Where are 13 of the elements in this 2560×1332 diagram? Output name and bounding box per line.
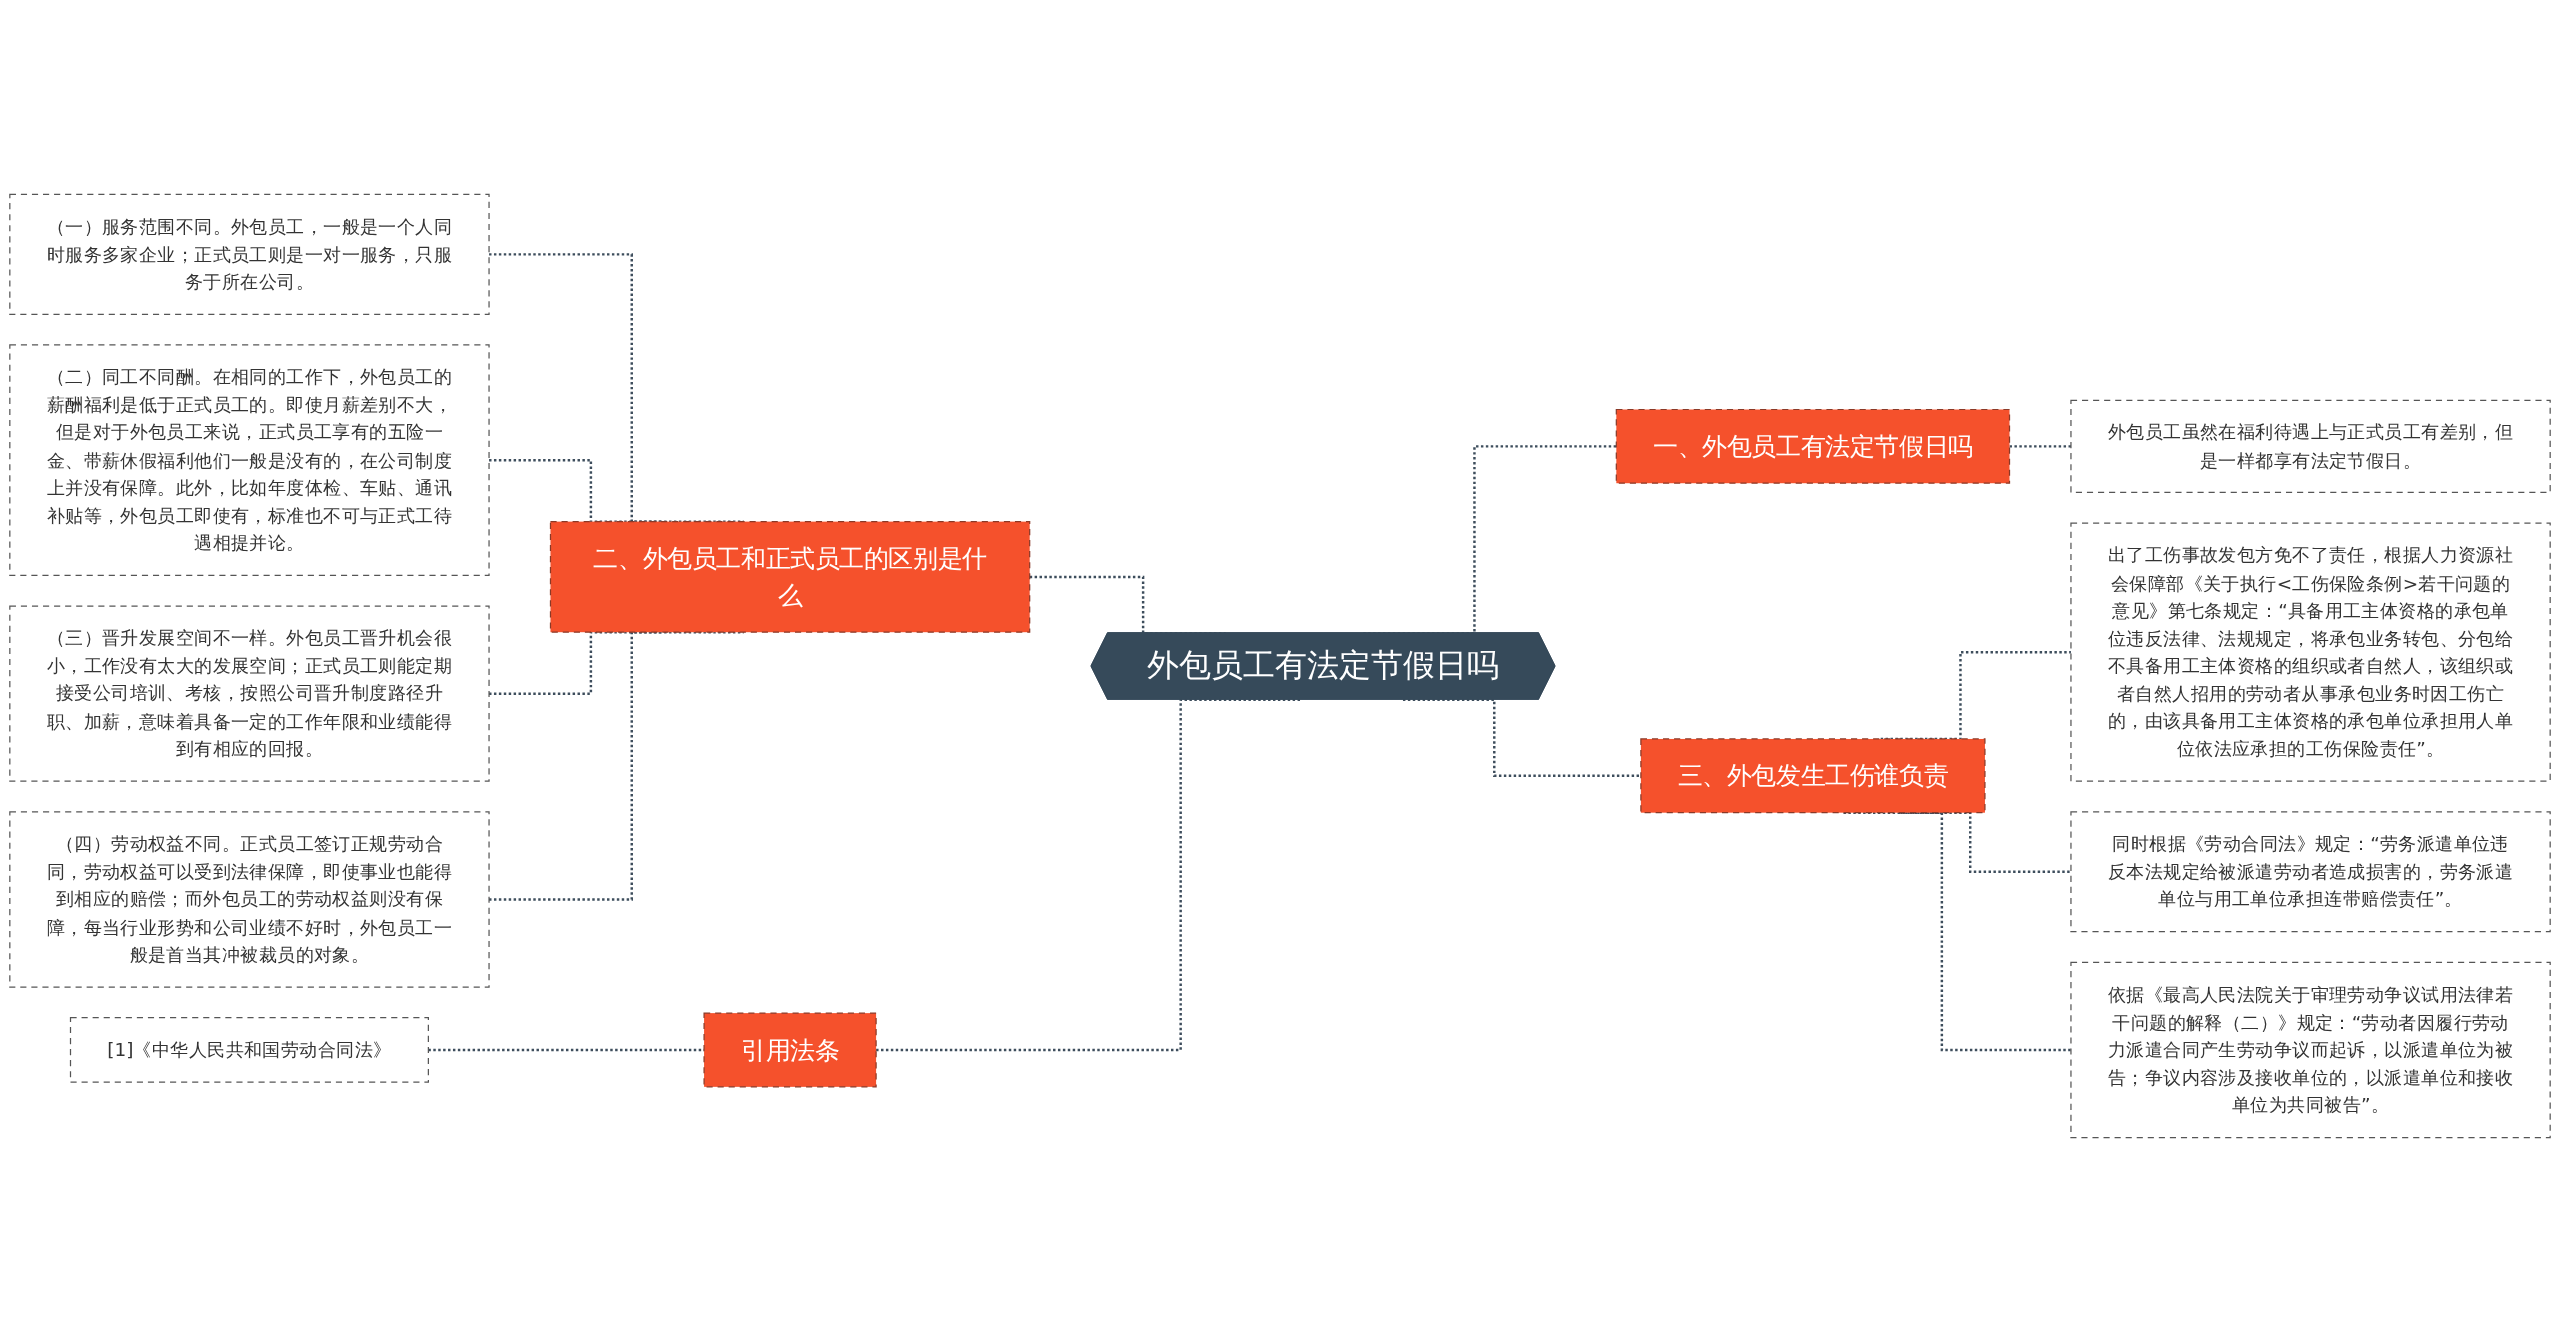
node-box: 出了工伤事故发包方免不了责任，根据人力资源社会保障部《关于执行<工伤保险条例>若干问题的意见》第七条规定：“具备用工主体资格的承包单位违反法律、法规规定，将承包业务转包、分包给不具备用工主体资格的组织或者自然人，该组织或者自然人招用的劳动者从事承包业务时因工伤亡的，由该具备用工主体资格的承包单位承担用人单位依法应承担的工伤保险责任”。 <box>2070 522 2551 782</box>
node-box: （三）晋升发展空间不一样。外包员工晋升机会很小，工作没有太大的发展空间；正式员工则能定期接受公司培训、考核，按照公司晋升制度路径升职、加薪，意味着具备一定的工作年限和业绩能得到有相应的回报。 <box>9 605 490 782</box>
node-box: （二）同工不同酬。在相同的工作下，外包员工的薪酬福利是低于正式员工的。即使月薪差别不大，但是对于外包员工来说，正式员工享有的五险一金、带薪休假福利他们一般是没有的，在公司制度上并没有保障。此外，比如年度体检、车贴、通讯补贴等，外包员工即使有，标准也不可与正式工待遇相提并论。 <box>9 344 490 576</box>
node-box: 依据《最高人民法院关于审理劳动争议试用法律若干问题的解释（二）》规定：“劳动者因履行劳动力派遣合同产生劳动争议而起诉，以派遣单位为被告；争议内容涉及接收单位的，以派遣单位和接收单位为共同被告”。 <box>2070 961 2551 1139</box>
node-box: 二、外包员工和正式员工的区别是什么 <box>549 521 1031 633</box>
node-box: 三、外包发生工伤谁负责 <box>1640 738 1986 814</box>
node-box: 外包员工虽然在福利待遇上与正式员工有差别，但是一样都享有法定节假日。 <box>2070 399 2551 494</box>
node-box: 一、外包员工有法定节假日吗 <box>1615 408 2011 484</box>
node-box: 同时根据《劳动合同法》规定：“劳务派遣单位违反本法规定给被派遣劳动者造成损害的，劳务派遣单位与用工单位承担连带赔偿责任”。 <box>2070 811 2551 933</box>
node-box: （一）服务范围不同。外包员工，一般是一个人同时服务多家企业；正式员工则是一对一服务，只服务于所在公司。 <box>9 193 490 315</box>
node-box: 引用法条 <box>703 1012 877 1088</box>
node-box: [1]《中华人民共和国劳动合同法》 <box>69 1017 429 1083</box>
node-box: （四）劳动权益不同。正式员工签订正规劳动合同，劳动权益可以受到法律保障，即使事业也能得到相应的赔偿；而外包员工的劳动权益则没有保障，每当行业形势和公司业绩不好时，外包员工一般是首当其冲被裁员的对象。 <box>9 811 490 988</box>
